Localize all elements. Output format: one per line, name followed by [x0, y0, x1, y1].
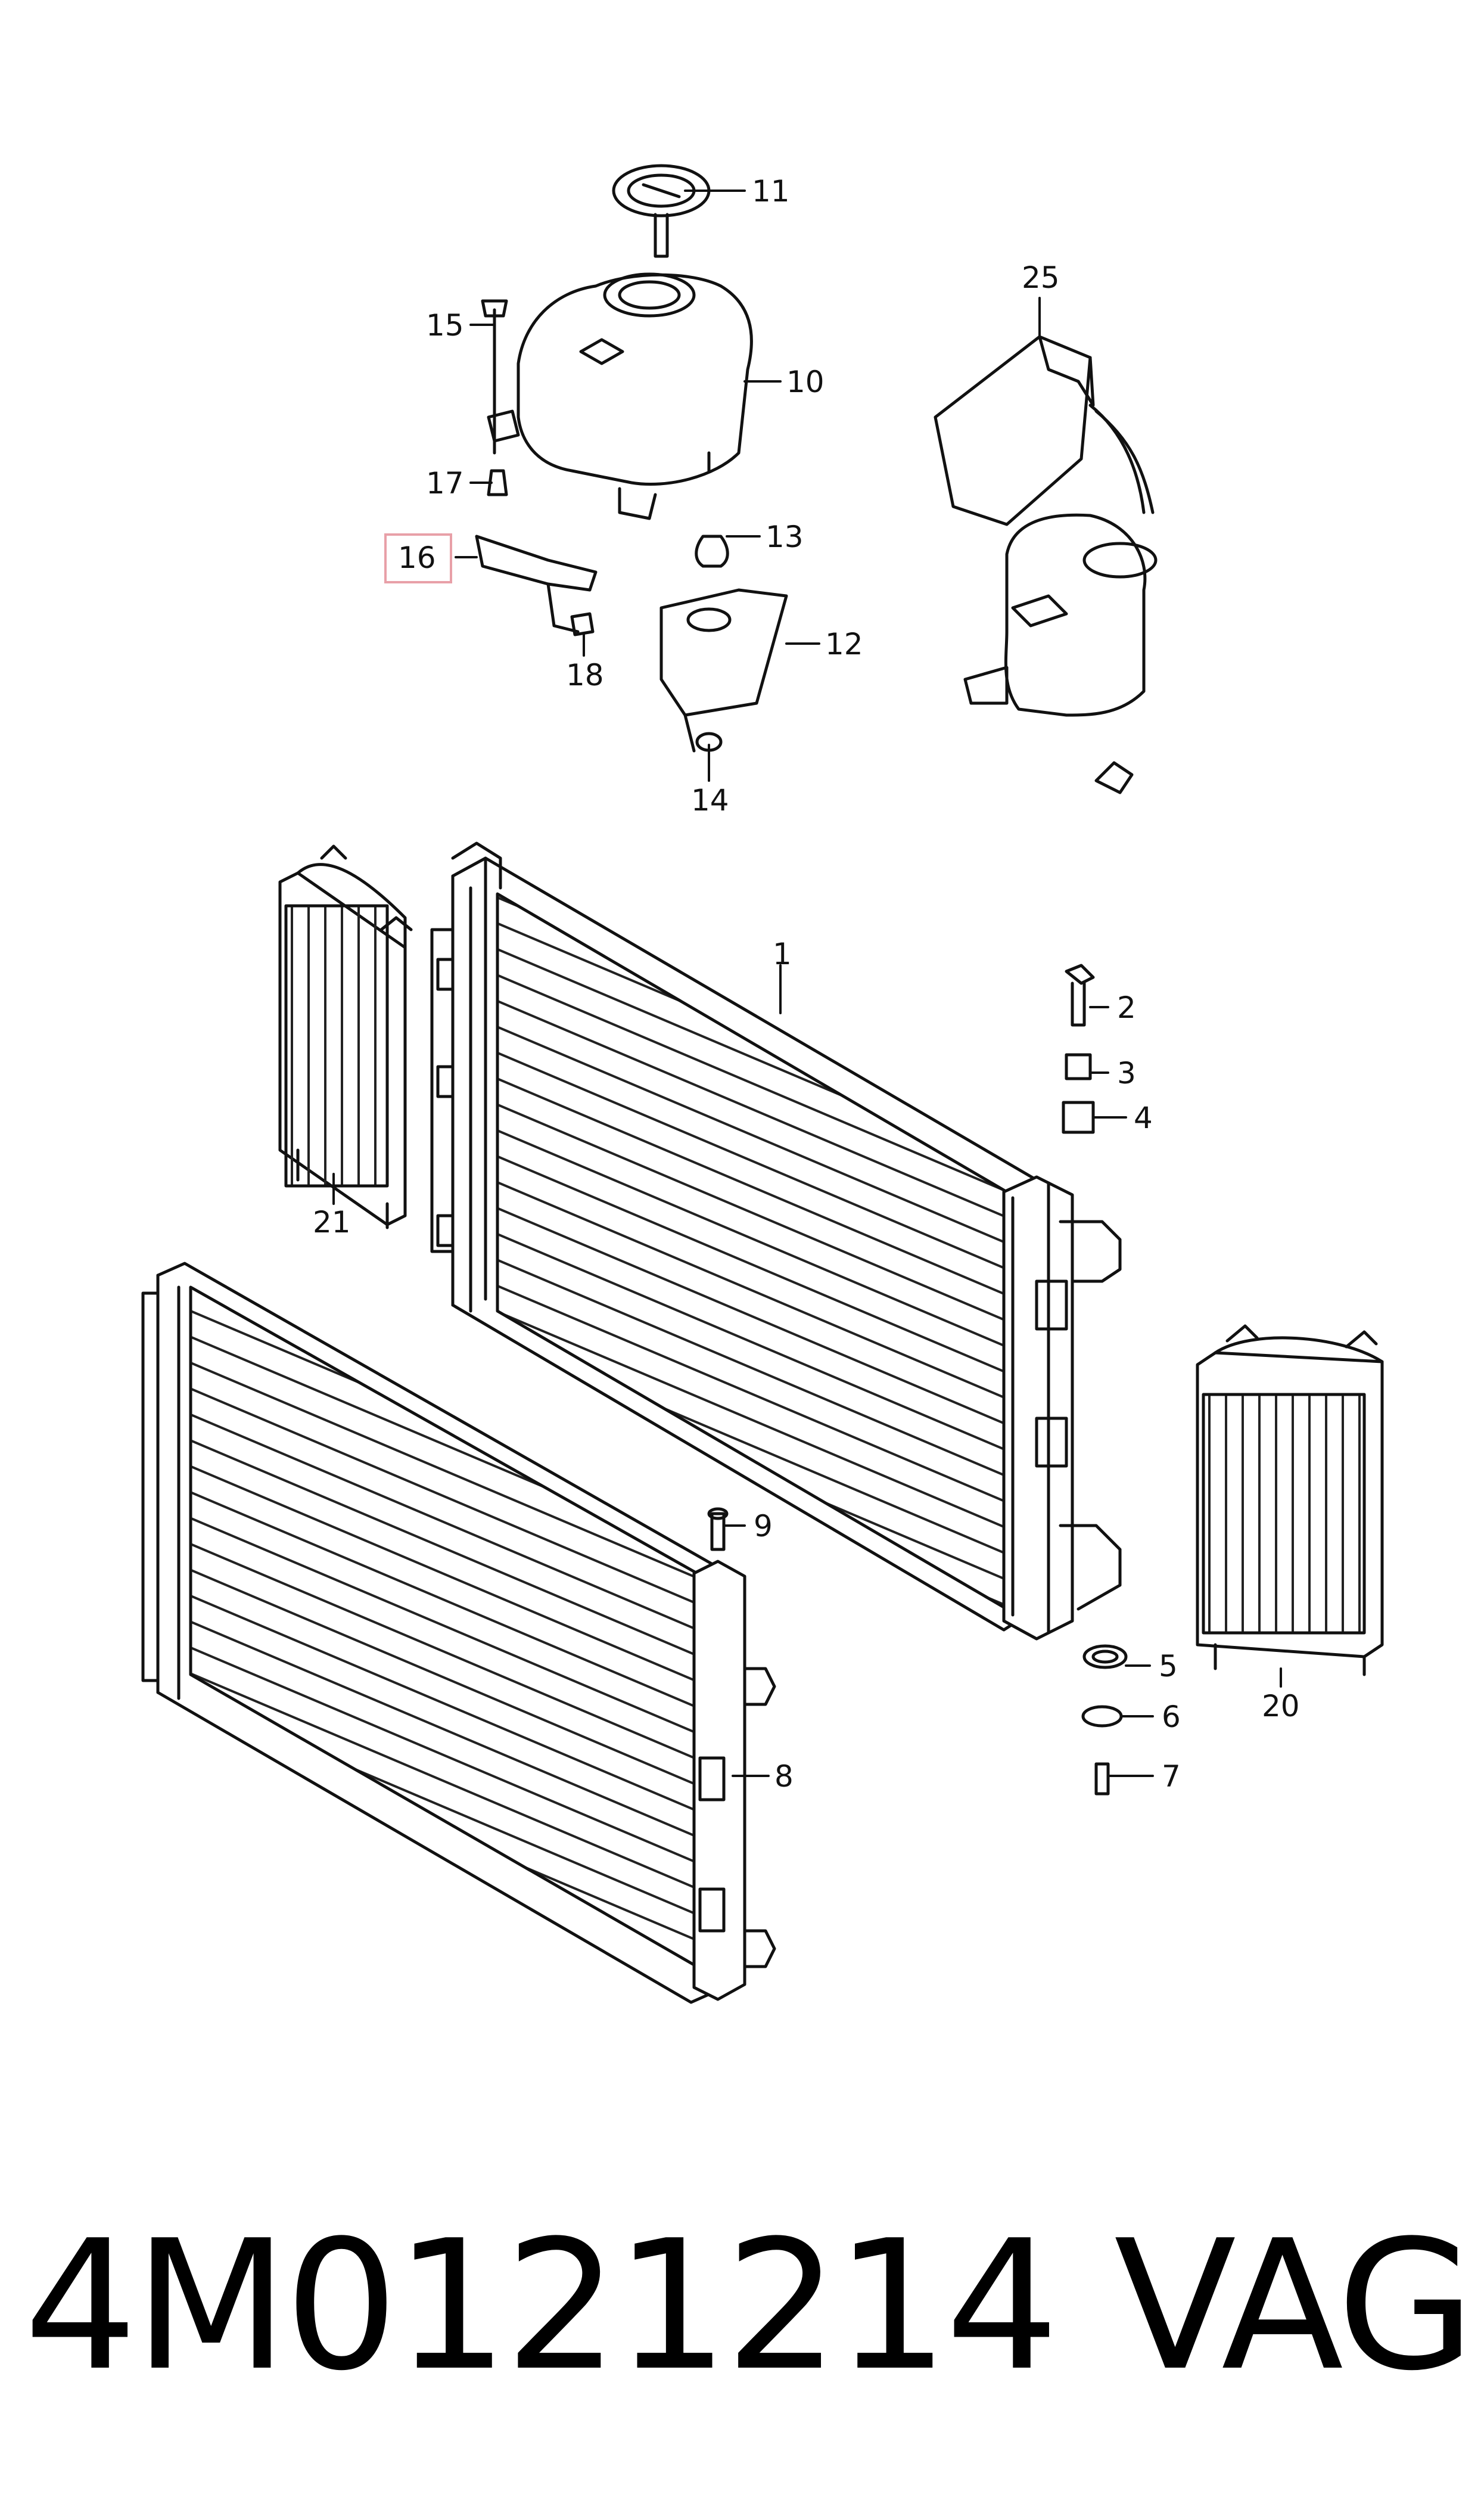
callout-12[interactable]: 12: [825, 627, 863, 661]
expansion-tank: [487, 164, 753, 520]
callout-9[interactable]: 9: [754, 1509, 773, 1543]
callout-16[interactable]: 16: [398, 541, 436, 575]
callout-labels: 11 10 13 12 14 15 17 16 18 25 1 2 3 4 21…: [313, 174, 1300, 1794]
callout-13[interactable]: 13: [766, 520, 804, 554]
callout-2[interactable]: 2: [1117, 990, 1136, 1025]
callout-18[interactable]: 18: [566, 658, 604, 692]
callout-7[interactable]: 7: [1162, 1759, 1181, 1794]
bracket-16: [475, 299, 598, 636]
aux-radiator-right: [1196, 1324, 1384, 1676]
mount-parts: [707, 964, 1128, 1796]
part-number: 4M0121214: [24, 2202, 1059, 2410]
main-radiator: [430, 841, 1122, 1641]
callout-8[interactable]: 8: [774, 1759, 794, 1794]
callout-21[interactable]: 21: [313, 1205, 351, 1240]
lower-radiator: [141, 1262, 776, 2004]
callout-1[interactable]: 1: [773, 937, 792, 971]
callout-6[interactable]: 6: [1162, 1700, 1181, 1734]
callout-4[interactable]: 4: [1134, 1101, 1153, 1135]
highlight-box-16: [384, 533, 452, 583]
callout-10[interactable]: 10: [786, 365, 825, 399]
coolant-bottle: [934, 335, 1158, 794]
callout-20[interactable]: 20: [1262, 1689, 1300, 1723]
callout-15[interactable]: 15: [426, 308, 464, 343]
brand-name: VAG: [1114, 2202, 1475, 2410]
tank-bracket: [659, 535, 788, 753]
callout-17[interactable]: 17: [426, 466, 464, 501]
callout-3[interactable]: 3: [1117, 1056, 1136, 1091]
aux-radiator-left: [278, 844, 413, 1229]
callout-5[interactable]: 5: [1159, 1649, 1178, 1684]
callout-25[interactable]: 25: [1022, 260, 1060, 295]
leader-lines: [332, 190, 1282, 1777]
callout-14[interactable]: 14: [691, 783, 729, 818]
callout-11[interactable]: 11: [752, 174, 790, 209]
